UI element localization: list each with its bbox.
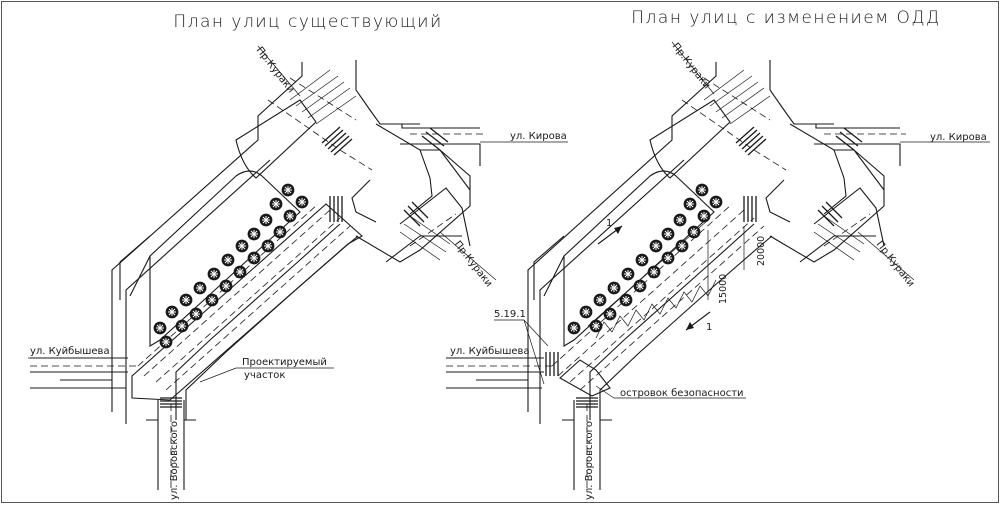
tree-icon	[153, 321, 167, 335]
tree-icon	[179, 293, 193, 307]
tree-icon	[603, 307, 617, 321]
left-label-kirova: ул. Кирова	[510, 131, 567, 142]
tree-icon	[247, 251, 261, 265]
right-label-kuybysheva: ул. Куйбышева	[450, 346, 530, 357]
tree-icon	[233, 265, 247, 279]
tree-icon	[205, 293, 219, 307]
left-label-kuraki-top: Пр.Кураки	[254, 45, 297, 95]
left-label-kuybysheva: ул. Куйбышева	[30, 346, 110, 357]
tree-icon	[709, 195, 723, 209]
tree-icon	[635, 253, 649, 267]
tree-icon	[219, 279, 233, 293]
left-avenue-south-edge	[185, 235, 359, 420]
left-project-section	[131, 203, 363, 401]
tree-icon	[695, 183, 709, 197]
right-transition-zigzag	[595, 279, 717, 339]
tree-icon	[647, 265, 661, 279]
crosswalk-icon	[545, 126, 863, 408]
tree-icon	[687, 225, 701, 239]
tree-icon	[159, 335, 173, 349]
tree-icon	[697, 209, 711, 223]
tree-icon	[683, 197, 697, 211]
tree-icon	[593, 293, 607, 307]
tree-icon	[567, 321, 581, 335]
right-label-sign-5-19-1: 5.19.1	[494, 309, 526, 320]
right-plan: План улиц с изменением ОДД	[446, 8, 990, 500]
left-plan: План улиц существующий	[28, 12, 568, 500]
left-boulevard	[149, 170, 301, 347]
tree-icon	[607, 281, 621, 295]
right-trees	[567, 183, 723, 335]
tree-icon	[273, 225, 287, 239]
safety-island	[559, 359, 611, 397]
right-plan-title: План улиц с изменением ОДД	[631, 8, 940, 28]
right-avenue-west-edge	[527, 62, 717, 412]
tree-icon	[189, 307, 203, 321]
tree-icon	[235, 239, 249, 253]
tree-icon	[221, 253, 235, 267]
tree-icon	[259, 213, 273, 227]
tree-icon	[661, 251, 675, 265]
tree-icon	[283, 209, 297, 223]
tree-icon	[661, 227, 675, 241]
tree-icon	[633, 279, 647, 293]
dimension-20000: 20000	[756, 236, 767, 266]
tree-icon	[589, 319, 603, 333]
tree-icon	[207, 267, 221, 281]
left-avenue-west-edge	[111, 62, 303, 412]
section-mark-bottom: 1	[706, 322, 712, 333]
left-avenue-north-edge	[355, 60, 480, 129]
section-mark-top: 1	[606, 218, 612, 229]
left-label-kuraki-bottom: Пр.Кураки	[452, 239, 495, 289]
crosswalk-icon	[160, 126, 449, 408]
tree-icon	[175, 319, 189, 333]
dimension-15000: 15000	[718, 274, 729, 304]
right-label-vorovskogo: ул. Воровского	[584, 421, 595, 500]
tree-icon	[269, 197, 283, 211]
right-label-safety-island: островок безопасности	[620, 388, 744, 399]
tree-icon	[675, 239, 689, 253]
tree-icon	[621, 267, 635, 281]
left-trees	[153, 183, 309, 349]
tree-icon	[579, 305, 593, 319]
right-avenue-north-edge	[769, 60, 900, 129]
tree-icon	[619, 293, 633, 307]
left-label-vorovskogo: ул. Воровского	[169, 421, 180, 500]
tree-icon	[247, 227, 261, 241]
right-label-kuraki-bottom: Пр.Кураки	[874, 239, 917, 289]
tree-icon	[193, 281, 207, 295]
left-plan-title: План улиц существующий	[173, 12, 442, 32]
tree-icon	[295, 195, 309, 209]
left-label-project-2: участок	[244, 370, 285, 381]
tree-icon	[673, 213, 687, 227]
left-label-project-1: Проектируемый	[242, 357, 327, 368]
tree-icon	[649, 239, 663, 253]
tree-icon	[281, 183, 295, 197]
right-avenue-south-edge	[599, 235, 773, 420]
tree-icon	[261, 239, 275, 253]
tree-icon	[165, 305, 179, 319]
right-label-kirova: ул. Кирова	[930, 132, 987, 143]
